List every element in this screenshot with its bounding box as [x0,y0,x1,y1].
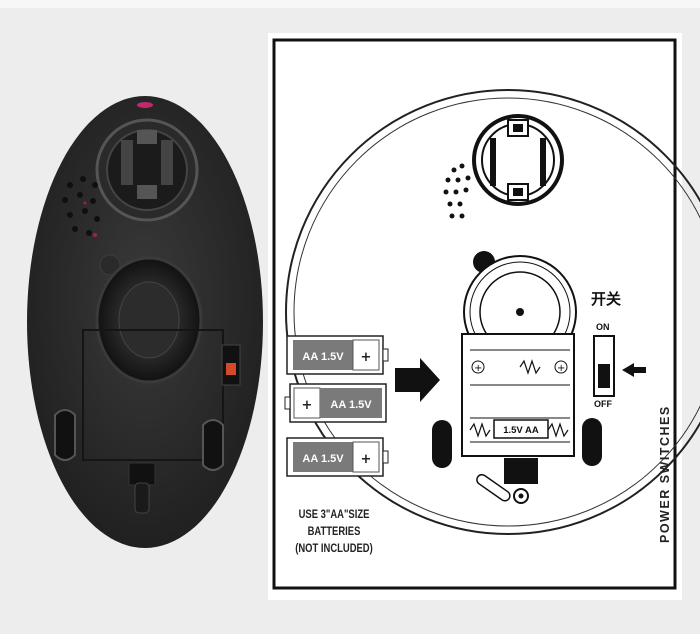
diagram-speaker-holes [443,163,471,219]
svg-text:+: + [361,350,372,365]
switch-on-label: ON [596,322,610,332]
diagram-bottom-tab [504,458,538,484]
svg-text:+: + [557,363,565,374]
switch-arrow [622,363,646,377]
svg-text:+: + [361,452,372,467]
top-band [0,0,700,8]
battery-1: AA 1.5V + [286,335,389,375]
switch-label-cn: 开关 [591,290,622,308]
switch-off-label: OFF [594,399,612,409]
power-switches-label: POWER SWITCHES [658,405,672,543]
insert-arrow [395,358,440,402]
battery-2: + AA 1.5V [284,383,387,423]
left-foot [54,409,76,461]
right-foot [202,419,224,471]
battery-door [82,329,224,461]
speaker-holes [62,176,100,236]
caption-line-2: (NOT INCLUDED) [295,543,373,555]
indicator-light [137,102,153,108]
caption-line-1: USE 3"AA"SIZE BATTERIES [298,509,370,538]
battery-3: AA 1.5V + [286,437,389,477]
compartment-label: 1.5V AA [503,425,539,436]
diagram-left-foot [432,420,452,468]
svg-text:+: + [474,363,482,374]
svg-text:+: + [302,398,313,413]
svg-text:AA 1.5V: AA 1.5V [302,453,344,465]
svg-text:AA 1.5V: AA 1.5V [302,351,344,363]
svg-text:AA 1.5V: AA 1.5V [330,399,372,411]
device-back-photo [27,96,263,548]
device-outline [285,89,700,535]
battery-caption: USE 3"AA"SIZE BATTERIES (NOT INCLUDED) [282,507,387,558]
compartment-label-box [493,419,549,439]
diagram-frame [272,38,677,590]
diagram-right-foot [582,418,602,466]
